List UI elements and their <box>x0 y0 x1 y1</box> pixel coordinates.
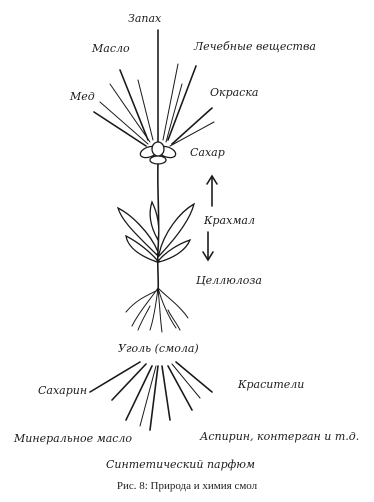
label-mineral-oil: Минеральное масло <box>14 432 132 445</box>
label-honey: Мед <box>70 90 95 103</box>
label-saccharin: Сахарин <box>38 384 87 397</box>
label-dye: Окраска <box>210 86 258 99</box>
label-starch: Крахмал <box>204 214 255 227</box>
roots <box>126 288 188 332</box>
label-scent: Запах <box>128 12 161 25</box>
ray-medicinal <box>168 66 196 140</box>
ray-saccharin <box>90 362 140 392</box>
label-cellulose: Целлюлоза <box>196 274 262 287</box>
lower-rays <box>90 362 212 430</box>
ray-synthetic-perfume <box>150 366 158 430</box>
label-oil: Масло <box>92 42 130 55</box>
ray-dyes <box>176 362 212 392</box>
label-aspirin: Аспирин, контерган и т.д. <box>200 430 359 443</box>
label-medicinal: Лечебные вещества <box>194 40 316 53</box>
label-dyes: Красители <box>238 378 304 391</box>
leaves <box>118 202 194 262</box>
figure-caption: Рис. 8: Природа и химия смол <box>0 480 374 492</box>
ray-mineral-oil <box>126 366 152 420</box>
label-synthetic-perfume: Синтетический парфюм <box>106 458 255 471</box>
label-sugar: Сахар <box>190 146 225 159</box>
label-coal: Уголь (смола) <box>118 342 199 355</box>
